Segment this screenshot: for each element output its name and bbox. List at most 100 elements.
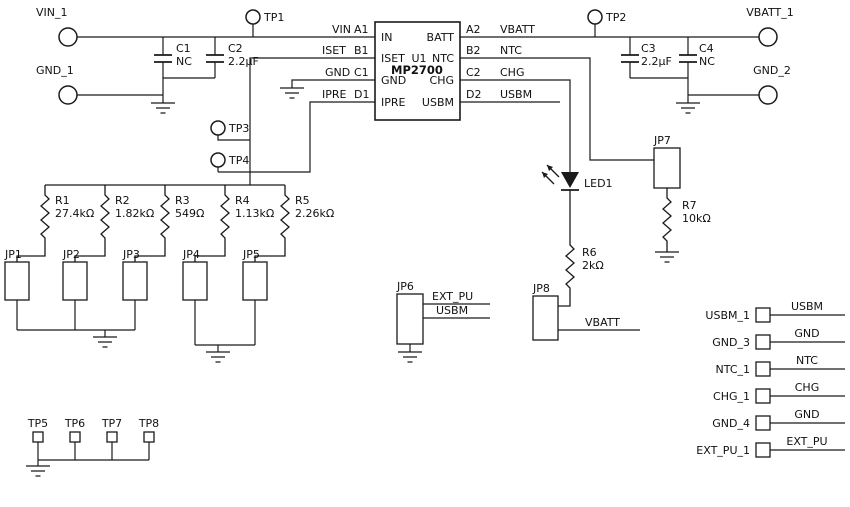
jp4-label: JP4 bbox=[182, 248, 200, 261]
ground-jp6-symbol bbox=[398, 344, 422, 363]
tp4-label: TP4 bbox=[228, 154, 249, 167]
jp7-box bbox=[653, 147, 681, 189]
wire-connlist bbox=[770, 314, 845, 451]
wire-ic-gnd bbox=[291, 79, 375, 88]
resistor-r3 bbox=[134, 185, 170, 262]
components bbox=[4, 9, 778, 458]
connlist-extpu1-net: EXT_PU bbox=[786, 435, 827, 448]
ground-right-symbol bbox=[676, 95, 700, 114]
c2-value: 2.2µF bbox=[228, 55, 259, 68]
ground-r7-symbol bbox=[655, 251, 679, 263]
ground-bus2-symbol bbox=[206, 345, 230, 363]
capacitor-c4 bbox=[679, 54, 697, 63]
ground-left-symbol bbox=[151, 95, 175, 114]
c4-value: NC bbox=[699, 55, 715, 68]
tp3-label: TP3 bbox=[228, 122, 249, 135]
c3-ref: C3 bbox=[641, 42, 656, 55]
tp6-pad bbox=[69, 431, 81, 443]
pin-ntc-num: B2 bbox=[466, 44, 481, 57]
tp7-label: TP7 bbox=[101, 417, 122, 430]
jp8-vbatt-net-label: VBATT bbox=[585, 316, 620, 329]
wire-chg bbox=[460, 79, 571, 172]
pin-vbatt-num: A2 bbox=[466, 23, 481, 36]
resistor-r7 bbox=[662, 188, 672, 252]
wire-iset bbox=[249, 57, 375, 185]
r3-ref: R3 bbox=[175, 194, 190, 207]
c1-ref: C1 bbox=[176, 42, 191, 55]
connlist-ntc1-net: NTC bbox=[796, 354, 818, 367]
connlist-pad-gnd4 bbox=[755, 415, 771, 431]
r2-value: 1.82kΩ bbox=[115, 207, 154, 220]
pin-vin-net: VIN bbox=[332, 23, 351, 36]
pin-chg-num: C2 bbox=[466, 66, 481, 79]
gnd1-connector bbox=[58, 85, 78, 105]
wire-tp3-stem bbox=[217, 135, 250, 141]
resistor-r5 bbox=[254, 185, 290, 262]
vbatt1-connector bbox=[758, 27, 778, 47]
ic-inner-batt: BATT bbox=[427, 31, 455, 44]
pin-gnd-net: GND bbox=[325, 66, 350, 79]
ic-body bbox=[374, 21, 461, 121]
capacitor-c3 bbox=[621, 54, 639, 63]
wire-jp45-drops bbox=[194, 300, 256, 346]
gnd1-label: GND_1 bbox=[36, 64, 74, 77]
connlist-usbm1-label: USBM_1 bbox=[705, 309, 750, 322]
ic-inner-usbm: USBM bbox=[422, 96, 454, 109]
wire-jp123-drops bbox=[16, 300, 136, 331]
r7-ref: R7 bbox=[682, 199, 697, 212]
ic-inner-iset: ISET bbox=[381, 52, 405, 65]
pin-ipre-num: D1 bbox=[354, 88, 369, 101]
capacitor-c2 bbox=[206, 54, 224, 63]
c4-ref: C4 bbox=[699, 42, 714, 55]
ic-refdes: U1 bbox=[411, 52, 426, 65]
resistor-r2 bbox=[74, 185, 110, 262]
resistor-r4 bbox=[194, 185, 230, 262]
jp3-box bbox=[122, 261, 148, 301]
gnd2-connector bbox=[758, 85, 778, 105]
labels: VIN_1 GND_1 VBATT_1 GND_2 TP1 TP2 TP3 TP… bbox=[4, 6, 828, 457]
r5-value: 2.26kΩ bbox=[295, 207, 334, 220]
connlist-pad-extpu bbox=[755, 442, 771, 458]
vin1-label: VIN_1 bbox=[36, 6, 68, 19]
led1-label: LED1 bbox=[584, 177, 613, 190]
c1-value: NC bbox=[176, 55, 192, 68]
r1-ref: R1 bbox=[55, 194, 70, 207]
jp6-usbm-net-label: USBM bbox=[436, 304, 468, 317]
pin-usbm-num: D2 bbox=[466, 88, 481, 101]
vin1-connector bbox=[58, 27, 78, 47]
pin-gnd-num: C1 bbox=[354, 66, 369, 79]
jp4-box bbox=[182, 261, 208, 301]
vbatt1-label: VBATT_1 bbox=[746, 6, 794, 19]
jp1-box bbox=[4, 261, 30, 301]
connlist-usbm1-net: USBM bbox=[791, 300, 823, 313]
ic-inner-ipre: IPRE bbox=[381, 96, 406, 109]
ground-ic-symbol bbox=[280, 87, 304, 99]
led1-emission-arrowhead-1 bbox=[547, 165, 553, 171]
connlist-pad-gnd3 bbox=[755, 334, 771, 350]
led1-triangle bbox=[561, 172, 579, 188]
r4-value: 1.13kΩ bbox=[235, 207, 274, 220]
tp8-label: TP8 bbox=[138, 417, 159, 430]
pin-ipre-net: IPRE bbox=[322, 88, 347, 101]
ic-part-number: MP2700 bbox=[391, 63, 443, 77]
r2-ref: R2 bbox=[115, 194, 130, 207]
capacitor-c1 bbox=[154, 54, 172, 63]
r5-ref: R5 bbox=[295, 194, 310, 207]
c2-ref: C2 bbox=[228, 42, 243, 55]
connlist-gnd3-label: GND_3 bbox=[712, 336, 750, 349]
tp2-label: TP2 bbox=[605, 11, 626, 24]
ic-inner-in: IN bbox=[381, 31, 392, 44]
jp5-label: JP5 bbox=[242, 248, 260, 261]
tp2-circle bbox=[587, 9, 603, 25]
connlist-gnd3-net: GND bbox=[794, 327, 819, 340]
connlist-chg1-net: CHG bbox=[795, 381, 819, 394]
jp2-box bbox=[62, 261, 88, 301]
r6-value: 2kΩ bbox=[582, 259, 604, 272]
wire-ipre bbox=[218, 101, 375, 173]
pin-usbm-net: USBM bbox=[500, 88, 532, 101]
pin-iset-net: ISET bbox=[322, 44, 346, 57]
pin-ntc-net: NTC bbox=[500, 44, 522, 57]
resistor-r1 bbox=[16, 185, 50, 262]
resistor-r6 bbox=[558, 190, 575, 307]
